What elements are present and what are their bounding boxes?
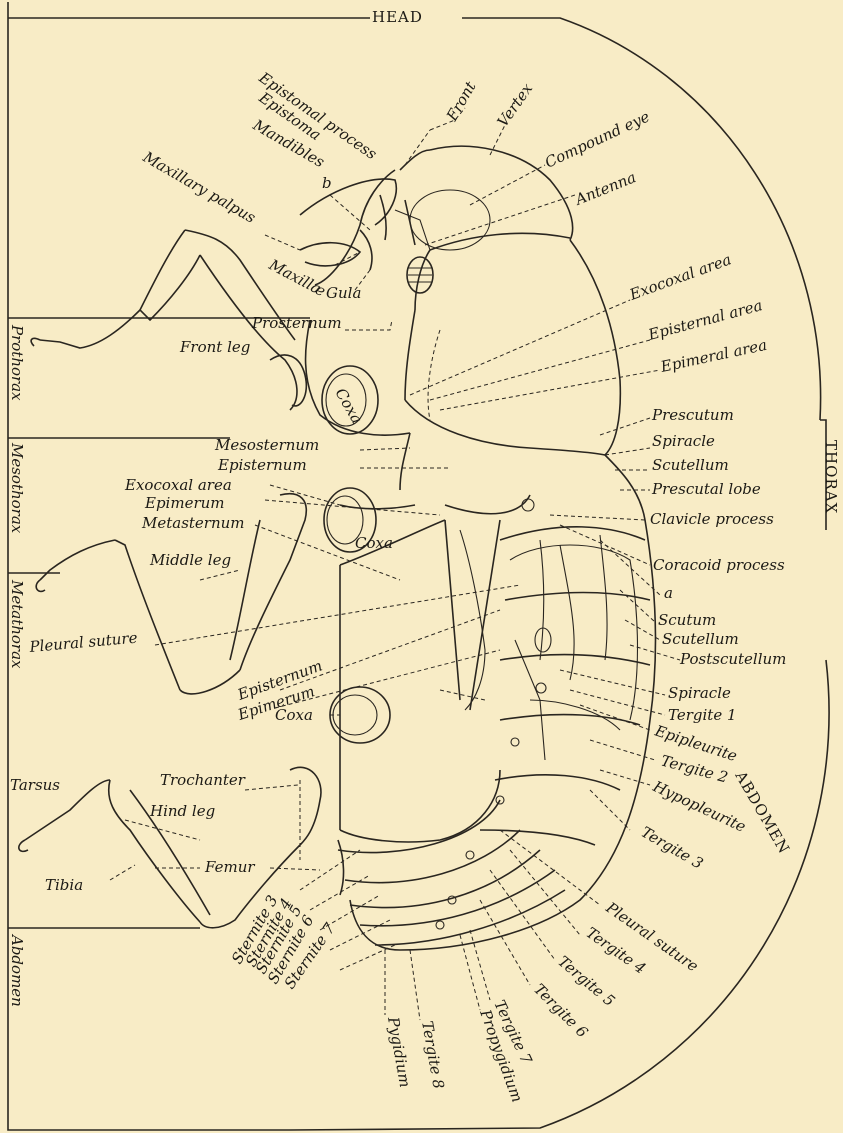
- label-tibia: Tibia: [45, 876, 83, 894]
- label-clavicle-process: Clavicle process: [650, 510, 774, 528]
- label-compound-eye: Compound eye: [542, 107, 652, 171]
- label-spiracle-2: Spiracle: [668, 684, 731, 702]
- anatomy-labels: Epistomal process Epistoma Front Vertex …: [10, 68, 786, 1105]
- head-region-label: HEAD: [372, 8, 423, 26]
- label-scutum: Scutum: [658, 611, 716, 629]
- label-epimerum-1: Epimerum: [144, 494, 225, 512]
- label-prescutum: Prescutum: [651, 406, 734, 424]
- label-gula: Gula: [326, 284, 361, 302]
- label-exocoxal-area-1: Exocoxal area: [626, 250, 733, 304]
- label-tergite-1: Tergite 1: [668, 706, 737, 724]
- abdomen-region-label: ABDOMEN: [731, 767, 793, 857]
- label-coracoid-process: Coracoid process: [653, 556, 785, 574]
- label-pleural-suture-2: Pleural suture: [602, 898, 702, 975]
- label-a: a: [664, 584, 673, 602]
- label-epimeral-area: Epimeral area: [658, 336, 768, 376]
- label-middle-leg: Middle leg: [149, 551, 231, 569]
- thorax-region-label: THORAX: [822, 440, 840, 514]
- label-hypopleurite: Hypopleurite: [649, 777, 748, 836]
- label-pygidium: Pygidium: [384, 1015, 414, 1089]
- label-scutellum-1: Scutellum: [652, 456, 729, 474]
- label-spiracle-1: Spiracle: [652, 432, 715, 450]
- label-mesosternum: Mesosternum: [214, 436, 319, 454]
- label-b: b: [322, 174, 332, 192]
- label-antenna: Antenna: [571, 168, 639, 209]
- label-pleural-suture-1: Pleural suture: [28, 629, 138, 656]
- label-metasternum: Metasternum: [141, 514, 245, 532]
- label-coxa-1: Coxa: [332, 385, 367, 427]
- label-coxa-2: Coxa: [355, 534, 393, 552]
- abdomen-side-label: Abdomen: [8, 933, 26, 1007]
- label-prosternum: Prosternum: [251, 314, 342, 332]
- label-hind-leg: Hind leg: [149, 802, 215, 820]
- label-tarsus: Tarsus: [10, 776, 60, 794]
- label-vertex: Vertex: [494, 79, 537, 130]
- label-tergite-3: Tergite 3: [638, 823, 706, 873]
- label-exocoxal-area-2: Exocoxal area: [124, 476, 232, 494]
- label-postscutellum: Postscutellum: [679, 650, 786, 668]
- label-coxa-3: Coxa: [275, 706, 313, 724]
- label-trochanter: Trochanter: [160, 771, 246, 789]
- label-tergite-8: Tergite 8: [418, 1020, 448, 1091]
- label-front-leg: Front leg: [179, 338, 250, 356]
- label-femur: Femur: [204, 858, 255, 876]
- prothorax-label: Prothorax: [8, 324, 26, 401]
- label-maxillae: Maxillæ: [265, 255, 328, 300]
- label-prescutal-lobe: Prescutal lobe: [651, 480, 761, 498]
- label-scutellum-2: Scutellum: [662, 630, 739, 648]
- metathorax-label: Metathorax: [8, 579, 26, 669]
- mesothorax-label: Mesothorax: [8, 442, 26, 534]
- label-episternal-area: Episternal area: [645, 296, 764, 344]
- label-front: Front: [442, 78, 480, 125]
- label-maxillary-palpus: Maxillary palpus: [139, 147, 259, 227]
- label-episternum-1: Episternum: [217, 456, 307, 474]
